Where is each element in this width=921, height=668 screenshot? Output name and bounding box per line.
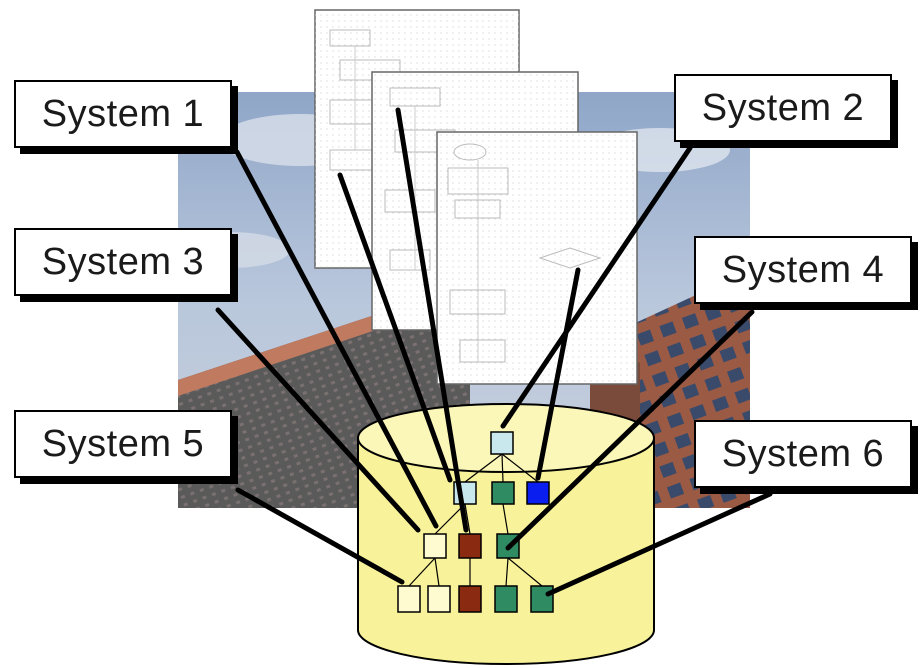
node-blue: [526, 481, 550, 505]
system-6-box: System 6: [694, 420, 912, 488]
connector-system-5: [235, 487, 405, 585]
system-1-box: System 1: [14, 80, 232, 148]
system-4-label: System 4: [721, 248, 885, 291]
system-connectors: [215, 107, 773, 597]
document-stack: [314, 9, 638, 385]
node-brown: [458, 585, 482, 613]
system-2-box: System 2: [674, 74, 892, 142]
system-5-label: System 5: [41, 422, 205, 465]
node-green: [494, 585, 518, 613]
node-brown: [458, 533, 482, 559]
node-pale-yellow: [397, 585, 421, 613]
connector-document-3: [535, 267, 581, 481]
connector-document-2: [395, 107, 469, 533]
node-green: [530, 585, 554, 613]
node-pale-yellow: [423, 533, 447, 559]
document-3: [436, 131, 638, 385]
connector-system-3: [215, 307, 421, 533]
node-root: [490, 431, 514, 455]
system-3-box: System 3: [14, 228, 232, 296]
connector-document-1: [337, 172, 453, 483]
connector-system-4: [505, 309, 755, 551]
connector-system-2: [500, 145, 693, 429]
connector-system-6: [545, 491, 773, 597]
system-5-box: System 5: [14, 410, 232, 478]
system-2-label: System 2: [701, 86, 865, 129]
system-1-label: System 1: [41, 92, 205, 135]
roof-edge: [178, 300, 430, 396]
tree-connectors: [408, 453, 543, 587]
node-green: [491, 481, 515, 505]
system-6-label: System 6: [721, 432, 885, 475]
connector-system-1: [234, 149, 439, 529]
system-4-box: System 4: [694, 236, 912, 304]
system-3-label: System 3: [41, 240, 205, 283]
node-pale-yellow: [427, 585, 451, 613]
